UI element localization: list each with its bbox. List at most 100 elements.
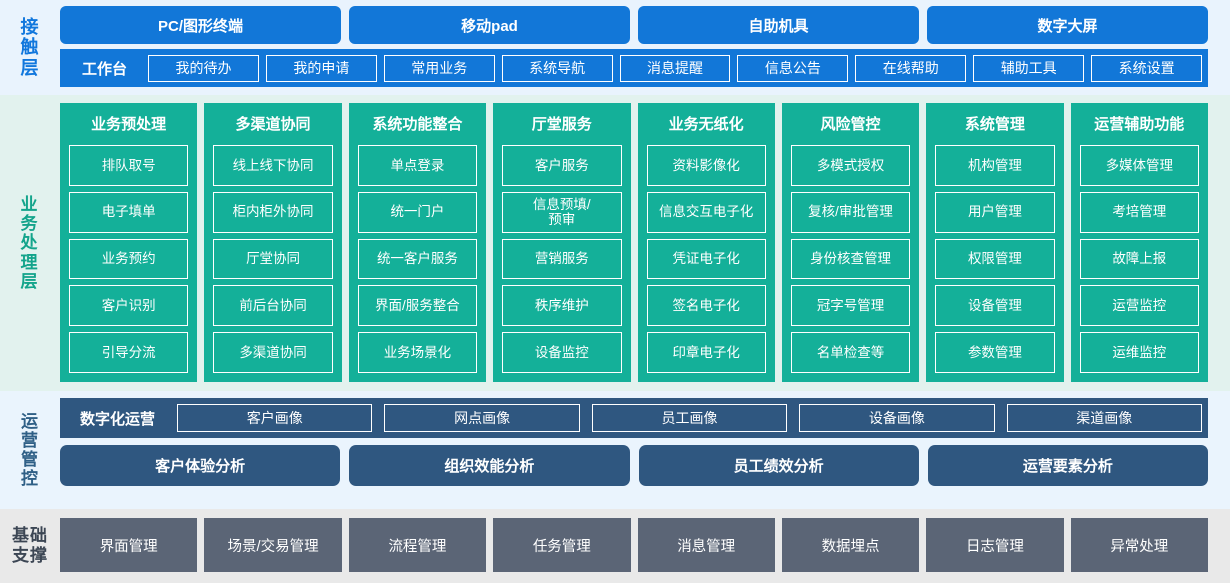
workbench-item-announcement[interactable]: 信息公告 bbox=[737, 54, 849, 82]
portrait-item-branch[interactable]: 网点画像 bbox=[384, 404, 580, 432]
workbench-item-message-alert[interactable]: 消息提醒 bbox=[619, 54, 731, 82]
biz-column-title: 运营辅助功能 bbox=[1094, 116, 1185, 133]
biz-item[interactable]: 业务预约 bbox=[69, 238, 189, 280]
biz-item[interactable]: 权限管理 bbox=[935, 238, 1055, 280]
biz-column-title: 系统管理 bbox=[964, 116, 1025, 133]
biz-item[interactable]: 多媒体管理 bbox=[1079, 145, 1199, 186]
biz-column-title: 系统功能整合 bbox=[372, 116, 463, 133]
layer-contact-body: PC/图形终端 移动pad 自助机具 数字大屏 工作台 我的待办 我的申请 常用… bbox=[60, 0, 1230, 95]
workbench-item-system-nav[interactable]: 系统导航 bbox=[501, 54, 613, 82]
biz-item[interactable]: 客户服务 bbox=[502, 145, 622, 186]
biz-item[interactable]: 多模式授权 bbox=[790, 145, 911, 186]
biz-item[interactable]: 排队取号 bbox=[69, 145, 189, 186]
analysis-operation-factors[interactable]: 运营要素分析 bbox=[927, 445, 1208, 486]
workbench-bar: 工作台 我的待办 我的申请 常用业务 系统导航 消息提醒 信息公告 在线帮助 辅… bbox=[60, 49, 1208, 87]
biz-column-system-management: 系统管理 机构管理 用户管理 权限管理 设备管理 参数管理 bbox=[926, 103, 1064, 382]
workbench-item-my-todo[interactable]: 我的待办 bbox=[148, 54, 259, 82]
workbench-item-online-help[interactable]: 在线帮助 bbox=[855, 54, 967, 82]
layer-base-support-label: 基础 支撑 bbox=[0, 509, 60, 583]
biz-item[interactable]: 业务场景化 bbox=[357, 332, 478, 373]
channel-pill-self-service[interactable]: 自助机具 bbox=[638, 6, 919, 44]
biz-item[interactable]: 线上线下协同 bbox=[213, 145, 333, 186]
biz-item[interactable]: 统一门户 bbox=[357, 191, 478, 233]
digital-operations-title: 数字化运营 bbox=[80, 410, 156, 428]
biz-item[interactable]: 秩序维护 bbox=[502, 285, 622, 327]
base-item-log-management[interactable]: 日志管理 bbox=[926, 518, 1064, 572]
biz-item[interactable]: 统一客户服务 bbox=[357, 238, 478, 280]
layer-business: 业 务 处 理 层 业务预处理 排队取号 电子填单 业务预约 客户识别 引导分流… bbox=[0, 95, 1230, 391]
base-item-data-tracking[interactable]: 数据埋点 bbox=[781, 518, 920, 572]
channel-pill-pc[interactable]: PC/图形终端 bbox=[60, 6, 341, 44]
biz-item[interactable]: 客户识别 bbox=[69, 285, 189, 327]
portrait-item-device[interactable]: 设备画像 bbox=[799, 404, 995, 432]
analysis-customer-experience[interactable]: 客户体验分析 bbox=[60, 445, 341, 486]
analysis-staff-performance[interactable]: 员工绩效分析 bbox=[638, 445, 919, 486]
base-item-scene-transaction-management[interactable]: 场景/交易管理 bbox=[204, 518, 342, 572]
biz-item[interactable]: 名单检查等 bbox=[790, 332, 911, 373]
portrait-item-channel[interactable]: 渠道画像 bbox=[1006, 404, 1202, 432]
workbench-item-system-settings[interactable]: 系统设置 bbox=[1091, 54, 1203, 82]
biz-column-title: 业务预处理 bbox=[91, 116, 167, 133]
biz-column-risk-control: 风险管控 多模式授权 复核/审批管理 身份核查管理 冠字号管理 名单检查等 bbox=[781, 103, 920, 382]
workbench-title: 工作台 bbox=[82, 60, 128, 78]
biz-item[interactable]: 身份核查管理 bbox=[790, 238, 911, 280]
layer-base-support-body: 界面管理 场景/交易管理 流程管理 任务管理 消息管理 数据埋点 日志管理 异常… bbox=[60, 509, 1230, 583]
base-item-task-management[interactable]: 任务管理 bbox=[493, 518, 631, 572]
workbench-item-my-application[interactable]: 我的申请 bbox=[265, 54, 377, 82]
biz-item[interactable]: 运维监控 bbox=[1079, 332, 1199, 373]
layer-contact-label: 接 触 层 bbox=[0, 0, 60, 95]
biz-item[interactable]: 厅堂协同 bbox=[213, 238, 333, 280]
portrait-item-staff[interactable]: 员工画像 bbox=[591, 404, 788, 432]
biz-item[interactable]: 资料影像化 bbox=[646, 145, 766, 186]
biz-item[interactable]: 凭证电子化 bbox=[646, 238, 766, 280]
base-item-ui-management[interactable]: 界面管理 bbox=[60, 518, 198, 572]
biz-item[interactable]: 前后台协同 bbox=[213, 285, 333, 327]
biz-item[interactable]: 营销服务 bbox=[502, 238, 622, 280]
layer-operations-body: 数字化运营 客户画像 网点画像 员工画像 设备画像 渠道画像 客户体验分析 组织… bbox=[60, 391, 1230, 509]
biz-item[interactable]: 设备管理 bbox=[935, 285, 1055, 327]
biz-item[interactable]: 信息预填/ 预审 bbox=[502, 191, 622, 233]
biz-item[interactable]: 柜内柜外协同 bbox=[213, 191, 333, 233]
base-item-exception-handling[interactable]: 异常处理 bbox=[1070, 518, 1208, 572]
biz-column-pretreatment: 业务预处理 排队取号 电子填单 业务预约 客户识别 引导分流 bbox=[60, 103, 198, 382]
biz-item[interactable]: 参数管理 bbox=[935, 332, 1055, 373]
biz-item[interactable]: 多渠道协同 bbox=[213, 332, 333, 373]
layer-base-support-label-text: 基础 支撑 bbox=[12, 526, 48, 565]
biz-item[interactable]: 机构管理 bbox=[935, 145, 1055, 186]
biz-item[interactable]: 信息交互电子化 bbox=[646, 191, 766, 233]
biz-item[interactable]: 签名电子化 bbox=[646, 285, 766, 327]
biz-column-lobby-service: 厅堂服务 客户服务 信息预填/ 预审 营销服务 秩序维护 设备监控 bbox=[493, 103, 631, 382]
channel-row: PC/图形终端 移动pad 自助机具 数字大屏 bbox=[60, 6, 1208, 44]
biz-item[interactable]: 印章电子化 bbox=[646, 332, 766, 373]
biz-item[interactable]: 电子填单 bbox=[69, 191, 189, 233]
layer-base-support: 基础 支撑 界面管理 场景/交易管理 流程管理 任务管理 消息管理 数据埋点 日… bbox=[0, 509, 1230, 583]
workbench-item-common-business[interactable]: 常用业务 bbox=[383, 54, 495, 82]
channel-pill-mobile-pad[interactable]: 移动pad bbox=[349, 6, 630, 44]
analysis-row: 客户体验分析 组织效能分析 员工绩效分析 运营要素分析 bbox=[60, 445, 1208, 486]
layer-business-label-text: 业 务 处 理 层 bbox=[20, 195, 40, 291]
biz-item[interactable]: 界面/服务整合 bbox=[357, 285, 478, 327]
biz-item[interactable]: 运营监控 bbox=[1079, 285, 1199, 327]
biz-item[interactable]: 设备监控 bbox=[502, 332, 622, 373]
layer-operations-label-text: 运 营 管 控 bbox=[21, 411, 39, 489]
biz-item[interactable]: 用户管理 bbox=[935, 191, 1055, 233]
biz-item[interactable]: 复核/审批管理 bbox=[790, 191, 911, 233]
analysis-organization-efficiency[interactable]: 组织效能分析 bbox=[349, 445, 630, 486]
biz-column-title: 多渠道协同 bbox=[235, 116, 311, 133]
portrait-item-customer[interactable]: 客户画像 bbox=[177, 404, 373, 432]
channel-pill-digital-screen[interactable]: 数字大屏 bbox=[927, 6, 1208, 44]
base-item-process-management[interactable]: 流程管理 bbox=[348, 518, 487, 572]
biz-item[interactable]: 故障上报 bbox=[1079, 238, 1199, 280]
base-item-message-management[interactable]: 消息管理 bbox=[637, 518, 775, 572]
biz-item[interactable]: 考培管理 bbox=[1079, 191, 1199, 233]
layer-operations: 运 营 管 控 数字化运营 客户画像 网点画像 员工画像 设备画像 渠道画像 客… bbox=[0, 391, 1230, 509]
biz-item[interactable]: 引导分流 bbox=[69, 332, 189, 373]
layer-business-label: 业 务 处 理 层 bbox=[0, 95, 60, 391]
biz-column-system-integration: 系统功能整合 单点登录 统一门户 统一客户服务 界面/服务整合 业务场景化 bbox=[348, 103, 487, 382]
workbench-item-aux-tools[interactable]: 辅助工具 bbox=[973, 54, 1085, 82]
layer-business-body: 业务预处理 排队取号 电子填单 业务预约 客户识别 引导分流 多渠道协同 线上线… bbox=[60, 95, 1230, 391]
biz-item[interactable]: 冠字号管理 bbox=[790, 285, 911, 327]
layer-contact: 接 触 层 PC/图形终端 移动pad 自助机具 数字大屏 工作台 我的待办 我… bbox=[0, 0, 1230, 95]
biz-item[interactable]: 单点登录 bbox=[357, 145, 478, 186]
